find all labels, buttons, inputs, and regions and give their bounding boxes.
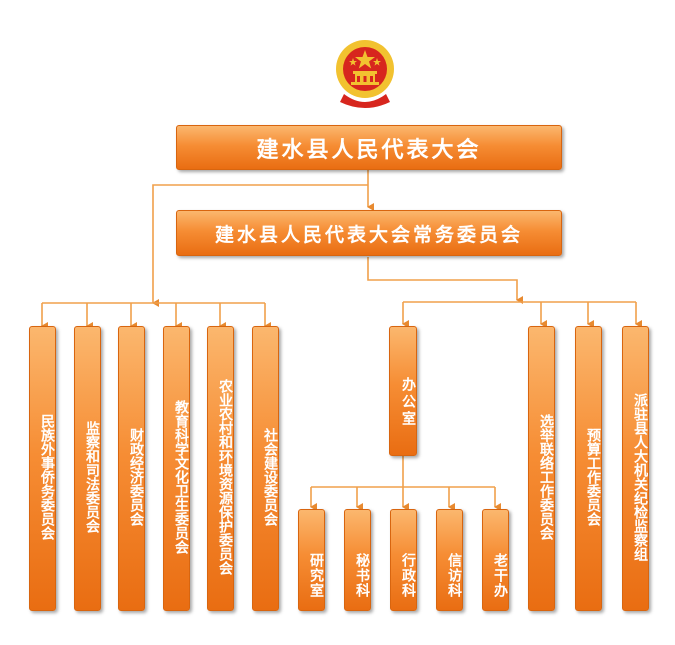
box-committee: 教育科学文化卫生委员会 <box>163 326 190 611</box>
connector-standing-to-right <box>367 257 523 304</box>
box-working-committee-label: 派驻县人大机关纪检监察组 <box>632 392 648 561</box>
box-office-section-label: 老干办 <box>492 552 508 598</box>
box-working-committee-label: 选举联络工作委员会 <box>538 413 554 540</box>
box-committee-label: 监察和司法委员会 <box>84 420 100 533</box>
box-npc: 建水县人民代表大会 <box>176 125 562 170</box>
box-committee-label: 农业农村和环境资源保护委员会 <box>217 378 233 575</box>
box-office-section-label: 研究室 <box>308 552 324 598</box>
box-committee: 民族外事侨务委员会 <box>29 326 56 611</box>
box-working-committee: 选举联络工作委员会 <box>528 326 555 611</box>
box-office: 办公室 <box>389 326 417 456</box>
box-committee: 监察和司法委员会 <box>74 326 101 611</box>
box-working-committee: 预算工作委员会 <box>575 326 602 611</box>
box-working-committee-label: 预算工作委员会 <box>585 427 601 526</box>
box-office-section: 行政科 <box>390 509 417 611</box>
box-office-section: 研究室 <box>298 509 325 611</box>
national-emblem-icon <box>336 40 394 108</box>
box-working-committee: 派驻县人大机关纪检监察组 <box>622 326 649 611</box>
box-office-section-label: 行政科 <box>400 552 416 598</box>
box-committee-label: 社会建设委员会 <box>262 427 278 526</box>
box-standing-committee: 建水县人民代表大会常务委员会 <box>176 210 562 256</box>
box-committee-label: 财政经济委员会 <box>128 427 144 526</box>
box-office-section-label: 信访科 <box>446 552 462 598</box>
box-office-section: 信访科 <box>436 509 463 611</box>
box-committee-label: 民族外事侨务委员会 <box>39 413 55 540</box>
box-standing-committee-label: 建水县人民代表大会常务委员会 <box>214 223 523 246</box>
box-npc-label: 建水县人民代表大会 <box>256 137 482 163</box>
connector-top-to-committees <box>152 184 368 307</box>
box-office-section-label: 秘书科 <box>354 552 370 598</box>
box-office-section: 老干办 <box>482 509 509 611</box>
box-office-section: 秘书科 <box>344 509 371 611</box>
box-committee: 财政经济委员会 <box>118 326 145 611</box>
box-committee: 农业农村和环境资源保护委员会 <box>207 326 234 611</box>
box-committee-label: 教育科学文化卫生委员会 <box>173 399 189 554</box>
box-office-label: 办公室 <box>400 376 416 428</box>
box-committee: 社会建设委员会 <box>252 326 279 611</box>
